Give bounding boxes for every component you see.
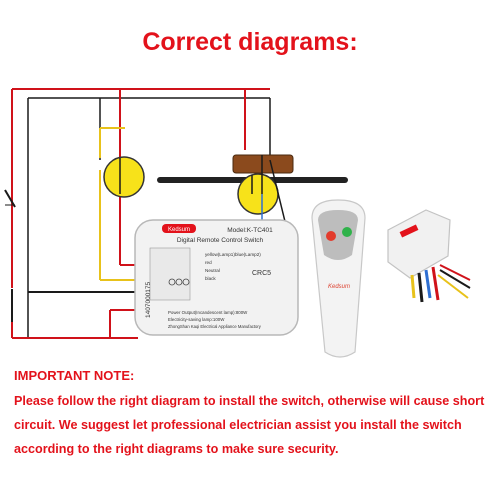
- terminal-label-1: yellow(Lamp1): [205, 252, 235, 257]
- mini-receiver: [387, 209, 471, 303]
- important-note-heading: IMPORTANT NOTE:: [14, 368, 135, 383]
- ceiling-fan: [157, 154, 348, 215]
- wiring-diagram: Kedsum Model:K-TC401 Digital Remote Cont…: [4, 88, 471, 358]
- terminal-label-4: Neutral: [205, 268, 220, 273]
- receiver-name: Digital Remote Control Switch: [177, 237, 264, 244]
- terminal-label-2: red: [205, 260, 212, 265]
- receiver-code: CRC5: [252, 270, 271, 277]
- receiver-model: Model:K-TC401: [227, 227, 273, 234]
- lamp-1: [99, 127, 145, 198]
- terminal-label-5: black: [205, 276, 216, 281]
- remote-control: Kedsum: [311, 199, 366, 358]
- manufacturer-line: ZhongShan Kaqi Electrical Appliance Manu…: [168, 324, 262, 329]
- receiver-brand: Kedsum: [168, 227, 190, 233]
- page-title: Correct diagrams:: [142, 28, 358, 56]
- supply-wires: [12, 88, 271, 338]
- spec-line-1: Power Output(Incandescent lamp):800W: [168, 310, 248, 315]
- terminal-label-3: blue(Lamp2): [235, 252, 261, 257]
- branch-wires: [12, 159, 291, 339]
- remote-brand: Kedsum: [328, 284, 350, 290]
- remote-button-off-icon: [326, 231, 336, 241]
- important-note-text: Please follow the right diagram to insta…: [14, 394, 485, 456]
- spec-line-2: Electricity-saving lamp:100W: [168, 317, 225, 322]
- wall-switch: [4, 89, 16, 338]
- remote-button-on-icon: [342, 227, 352, 237]
- receiver-serial: 1407000175: [145, 281, 152, 318]
- receiver-unit: Kedsum Model:K-TC401 Digital Remote Cont…: [134, 219, 299, 336]
